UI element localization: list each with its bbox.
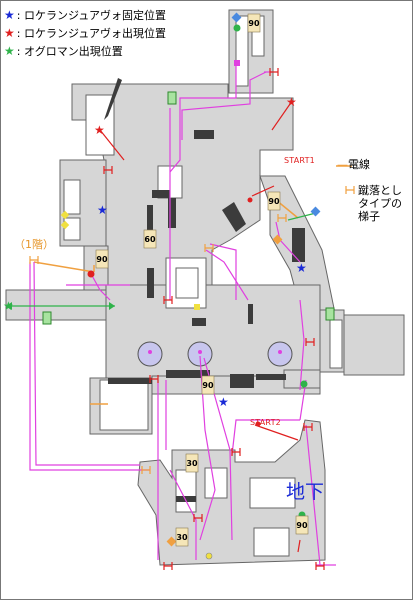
ladder-legend: 蹴落とし タイプの 梯子 [358,184,402,223]
svg-text:90: 90 [202,381,214,390]
svg-text:90: 90 [248,19,260,28]
walls [104,78,305,502]
point-markers [87,24,308,560]
marker-90-right: 90 [267,191,281,211]
green-dot-icon [300,380,308,388]
ladder-legend-line: 蹴落とし [358,184,402,197]
blue-star-icon: ★ [296,261,307,275]
diamond-icon [310,206,321,217]
wire-legend-text: 電線 [348,158,370,171]
arrow-icon [109,302,115,310]
first-floor-label: （1階） [14,238,54,251]
green-star-icon: ★ [4,44,15,58]
diamond-icon [60,210,70,220]
marker-30-upper: 30 [185,453,199,473]
legend-fixed-position: ★: ロケランジュアヴォ固定位置 [4,9,166,22]
wire-legend: —電線 [337,158,370,171]
red-dot-icon [255,421,261,427]
diamond-icon [166,536,177,547]
blue-star-icon: ★ [218,395,229,409]
svg-text:90: 90 [268,197,280,206]
inner-rooms [63,15,343,557]
route-node-icon [148,350,152,354]
route-paths [29,62,336,566]
legend-ogroman-spawn: ★: オグロマン出現位置 [4,45,123,58]
ladder-legend-line: タイプの [358,197,402,210]
svg-text:60: 60 [144,235,156,244]
green-dot-icon [233,24,241,32]
marker-90-top: 90 [247,13,261,33]
svg-text:90: 90 [96,255,108,264]
spawn-star-markers: ★ ★ [94,95,297,137]
spawn-arrows [99,103,301,553]
red-star-icon: ★ [286,95,297,109]
route-node-icon [198,350,202,354]
legend-spawn-position: ★: ロケランジュアヴォ出現位置 [4,27,166,40]
number-markers: 90 90 60 90 90 30 [95,13,309,547]
basement-label: 地下 [286,481,325,503]
diamond-icon [231,12,242,23]
svg-text:30: 30 [176,533,188,542]
kick-ladders [29,186,355,474]
ogroman-routes [10,212,317,307]
legend-text: : ロケランジュアヴォ固定位置 [16,9,166,22]
blue-star-icon: ★ [97,203,108,217]
legend-text: : オグロマン出現位置 [16,45,123,58]
red-dot-icon [247,197,253,203]
diamond-icon [60,220,70,230]
blue-star-icon: ★ [4,8,15,22]
ladder-legend-line: 梯子 [358,210,380,223]
marker-90-basement: 90 [295,515,309,535]
red-star-icon: ★ [94,123,105,137]
start2-label: START2 [250,418,281,427]
svg-text:90: 90 [296,521,308,530]
red-dot-icon [87,270,95,278]
doors [42,91,335,325]
wire-legend-swatch: — [337,158,348,171]
marker-60: 60 [143,229,157,249]
marker-30-lower: 30 [175,527,189,547]
legend-text: : ロケランジュアヴォ出現位置 [16,27,166,40]
square-icon [194,304,200,310]
square-icon [234,60,240,66]
item-markers [60,12,321,547]
marker-90-left: 90 [95,249,109,269]
yellow-dot-icon [205,552,213,560]
arrow-icon [6,302,12,310]
start1-label: START1 [284,156,315,165]
ladders [103,68,325,570]
svg-text:30: 30 [186,459,198,468]
marker-90-center: 90 [201,375,215,395]
diamond-icon [272,234,283,245]
red-star-icon: ★ [4,26,15,40]
fixed-star-markers: ★ ★ ★ [97,203,307,409]
green-star-icon: ★ [3,299,14,313]
route-node-icon [278,350,282,354]
